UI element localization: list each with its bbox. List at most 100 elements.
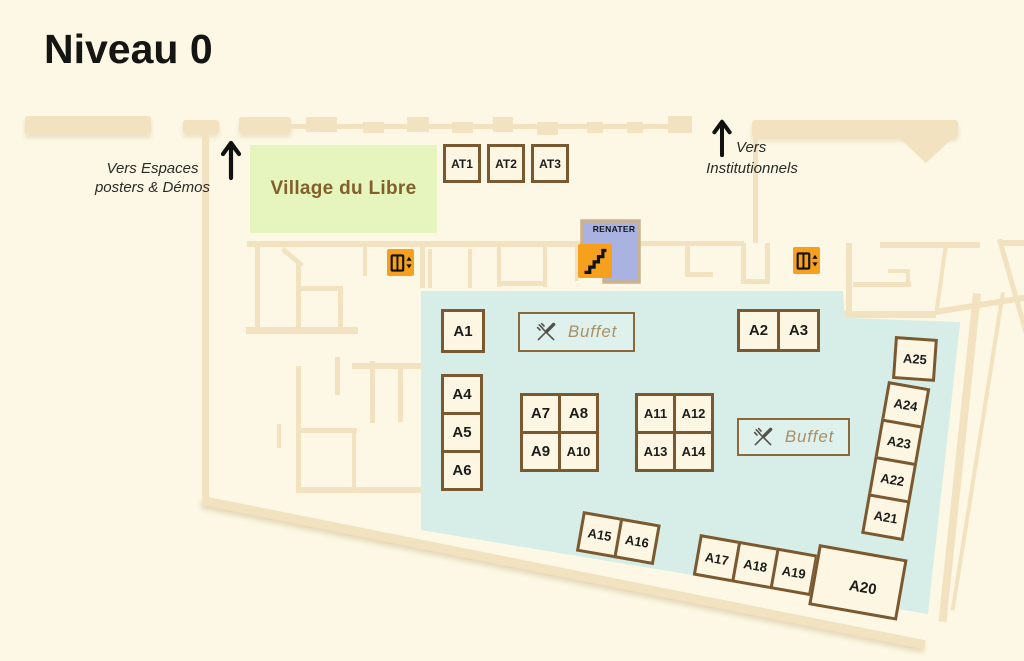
village-du-libre-area: Village du Libre (250, 145, 437, 233)
booth-a9: A9 (520, 431, 561, 472)
booth-at3: AT3 (531, 144, 569, 183)
wall-segment (335, 357, 340, 395)
workshop-row: AT1 AT2 AT3 (443, 144, 569, 183)
direction-institutionnels-line1: Vers (736, 139, 767, 156)
cutlery-icon (536, 322, 556, 341)
buffet-label: Buffet (567, 322, 618, 341)
wall-segment (765, 243, 770, 284)
wall-segment (846, 243, 852, 319)
booth-a2: A2 (737, 309, 780, 352)
booth-a4: A4 (441, 374, 483, 415)
booth-a16: A16 (613, 517, 661, 566)
wall-segment (685, 272, 713, 277)
wall-segment (239, 117, 291, 133)
booth-a5: A5 (441, 412, 483, 453)
wall-segment (685, 241, 690, 277)
direction-posters-line1: Vers Espaces (106, 160, 199, 177)
arrow-up-icon (712, 119, 732, 158)
wall-segment (537, 122, 558, 135)
wall-segment (934, 244, 948, 310)
wall-segment (296, 264, 301, 332)
wall-segment (290, 124, 692, 129)
direction-posters-label: Vers Espaces posters & Démos (85, 159, 220, 197)
wall-segment (741, 279, 770, 284)
wall-segment (741, 243, 746, 284)
wall-segment (906, 269, 910, 286)
wall-segment (297, 487, 423, 493)
wall-segment (370, 361, 375, 423)
wall-segment (255, 241, 260, 332)
wall-segment (363, 122, 384, 133)
wall-segment (246, 327, 358, 334)
village-du-libre-label: Village du Libre (270, 178, 417, 199)
wall-segment (452, 122, 473, 133)
direction-institutionnels-line2: Institutionnels (706, 160, 798, 177)
booth-a1: A1 (441, 309, 485, 353)
wall-segment (352, 363, 422, 369)
wall-segment (183, 120, 219, 133)
wall-segment (1000, 240, 1024, 246)
wall-segment (587, 122, 603, 133)
buffet-area: Buffet (518, 312, 635, 352)
wall-segment (880, 242, 980, 248)
booth-a13: A13 (635, 431, 676, 472)
booth-a3: A3 (777, 309, 820, 352)
wall-segment (296, 428, 357, 433)
booth-a21: A21 (861, 493, 911, 542)
wall-segment (398, 367, 403, 422)
booth-a10: A10 (558, 431, 599, 472)
wall-segment (407, 117, 429, 132)
booth-grid-a7-a10: A7 A8 A9 A10 (520, 393, 599, 472)
direction-posters-line2: posters & Démos (94, 179, 211, 196)
wall-segment (493, 117, 513, 132)
booth-grid-a11-a14: A11 A12 A13 A14 (635, 393, 714, 472)
wall-segment (428, 249, 432, 288)
booth-at2: AT2 (487, 144, 525, 183)
wall-segment (352, 428, 356, 493)
stairs-icon (578, 244, 612, 278)
wall-segment (997, 238, 1024, 337)
wall-segment (753, 135, 758, 243)
wall-segment (497, 241, 501, 287)
wall-segment (640, 241, 744, 246)
elevator-icon (387, 249, 414, 276)
wall-segment (25, 116, 151, 134)
wall-segment (296, 286, 342, 291)
booth-pair-a2-a3: A2 A3 (737, 309, 820, 352)
booth-a12: A12 (673, 393, 714, 434)
wall-segment (202, 131, 209, 497)
wall-segment (277, 424, 281, 448)
booth-a6: A6 (441, 450, 483, 491)
booth-column-a4-a6: A4 A5 A6 (441, 374, 483, 491)
cutlery-icon (753, 427, 773, 446)
booth-at1: AT1 (443, 144, 481, 183)
wall-segment (338, 286, 343, 334)
wall-segment (363, 246, 367, 276)
wall-segment (840, 311, 936, 318)
buffet-label: Buffet (784, 427, 835, 446)
wall-segment (668, 116, 692, 133)
arrow-up-icon (220, 140, 242, 181)
booth-a25: A25 (892, 336, 938, 382)
buffet-area: Buffet (737, 418, 850, 456)
elevator-icon (793, 247, 820, 274)
booth-a14: A14 (673, 431, 714, 472)
wall-segment (627, 122, 643, 133)
wall-segment (888, 269, 910, 273)
page-title: Niveau 0 (44, 26, 213, 72)
wall-segment (420, 241, 425, 288)
wall-segment (752, 120, 958, 137)
booth-a20-label: A20 (847, 577, 878, 599)
booth-a8: A8 (558, 393, 599, 434)
renater-label: RENATER (592, 224, 636, 234)
wall-segment (853, 282, 911, 287)
wall-segment (575, 241, 579, 281)
wall-segment (468, 249, 472, 288)
booth-a11: A11 (635, 393, 676, 434)
wall-segment (497, 281, 547, 286)
wall-wedge (897, 136, 955, 163)
wall-segment (543, 241, 547, 287)
wall-segment (306, 117, 337, 132)
booth-a7: A7 (520, 393, 561, 434)
